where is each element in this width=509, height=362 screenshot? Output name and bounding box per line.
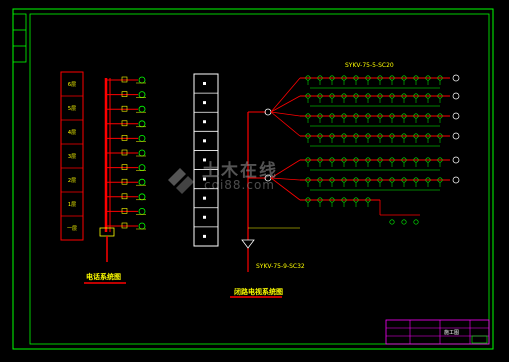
cctv-terminator-icon — [452, 132, 460, 140]
cctv-feeder — [270, 111, 301, 137]
cctv-outlet-icon — [413, 219, 419, 225]
cabinet-floor-label: 5层 — [68, 106, 76, 112]
cabinet-floor-label: 2层 — [68, 178, 76, 184]
phone-outlet-box — [121, 222, 128, 229]
title-block-label: 施工图 — [444, 330, 460, 336]
inner-frame — [29, 13, 490, 345]
phone-terminal-icon — [138, 178, 146, 186]
phone-terminal-icon — [138, 120, 146, 128]
cctv-system — [241, 74, 460, 272]
cabinet-floor-label: 4层 — [68, 130, 76, 136]
cctv-feeder — [270, 95, 301, 113]
panel-frame — [193, 73, 219, 247]
middle-panel-column — [193, 73, 219, 247]
phone-terminal-icon — [138, 76, 146, 84]
phone-terminal-icon — [138, 222, 146, 230]
cctv-feeder — [270, 77, 301, 113]
cctv-terminator-icon — [452, 74, 460, 82]
cctv-outlet-icon — [389, 219, 395, 225]
phone-outlet-box — [121, 135, 128, 141]
outer-frame — [12, 8, 494, 350]
phone-outlet-box — [121, 164, 128, 170]
panel-mark — [203, 82, 206, 85]
cctv-terminator-icon — [452, 156, 460, 164]
phone-terminal-icon — [138, 105, 146, 113]
cabinet-floor-label: 3层 — [68, 154, 76, 160]
binding-strip — [12, 13, 27, 63]
cctv-terminator-icon — [452, 176, 460, 184]
watermark-logo-icon — [168, 168, 194, 194]
cabinet-floor-label: 1层 — [68, 202, 76, 208]
phone-outlet-box — [121, 76, 128, 83]
cctv-main-cable-label: SYKV-75-5-SC20 — [345, 62, 394, 69]
watermark-text: 土木在线 — [202, 161, 278, 181]
cabinet-floor-label: 一层 — [67, 226, 77, 232]
phone-outlet-box — [121, 120, 128, 127]
phone-terminal-icon — [138, 164, 146, 172]
panel-mark — [203, 158, 206, 162]
cctv-terminator-icon — [452, 112, 460, 120]
cabinet-floor-label: 6层 — [68, 82, 76, 88]
phone-outlet-box — [121, 105, 128, 112]
cctv-bottom-cable-label: SYKV-75-9-SC32 — [256, 263, 305, 270]
panel-mark — [203, 177, 206, 181]
phone-outlet-box — [121, 208, 128, 214]
panel-mark — [203, 196, 206, 200]
phone-terminal-icon — [138, 207, 146, 215]
watermark-subtext: coi88.com — [204, 178, 275, 192]
panel-mark — [203, 139, 206, 143]
right-caption: 闭路电视系统图 — [234, 288, 283, 296]
phone-outlet-box — [121, 193, 128, 200]
cctv-feeder — [270, 111, 301, 117]
phone-riser — [99, 76, 146, 262]
phone-cabinet — [60, 71, 84, 241]
cctv-feeder — [270, 177, 301, 201]
phone-terminal-icon — [138, 134, 146, 142]
phone-outlet-box — [121, 178, 128, 185]
cctv-amplifier-icon — [241, 239, 255, 249]
panel-mark — [203, 120, 206, 124]
phone-terminal-icon — [138, 91, 146, 98]
cctv-feeder — [270, 159, 301, 179]
phone-terminal-icon — [138, 193, 146, 201]
title-block — [385, 319, 490, 345]
watermark: 土木在线 coi88.com — [160, 150, 290, 210]
cctv-outlet-icon — [401, 219, 407, 225]
panel-mark — [203, 101, 206, 105]
phone-outlet-box — [121, 149, 128, 156]
left-caption: 电话系统图 — [86, 273, 121, 281]
phone-terminal-icon — [138, 149, 146, 157]
panel-mark — [203, 234, 206, 238]
cctv-feeder — [270, 177, 301, 181]
cctv-terminator-icon — [452, 92, 460, 100]
phone-outlet-box — [121, 91, 128, 97]
panel-mark — [203, 215, 206, 219]
